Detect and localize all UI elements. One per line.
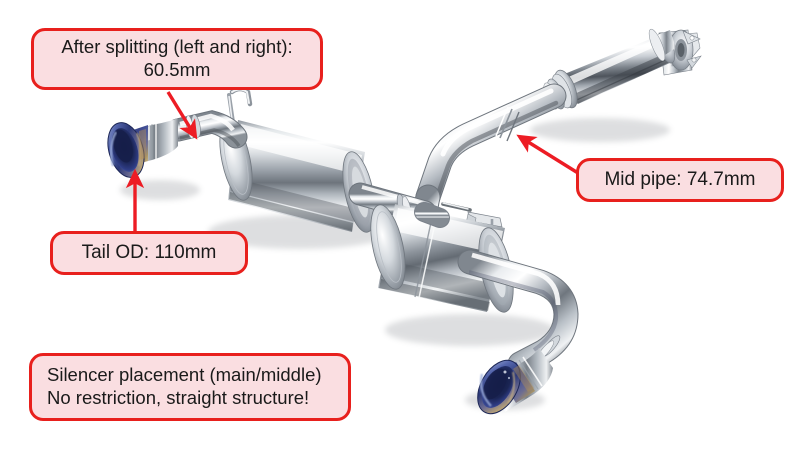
callout-after-splitting-line-1: After splitting (left and right):: [61, 36, 293, 58]
mid-pipe-assembly: [413, 28, 702, 269]
right-muffler-assembly: [370, 202, 579, 415]
left-muffler-assembly: [107, 86, 437, 233]
callout-mid-pipe: Mid pipe: 74.7mm: [576, 158, 784, 202]
callout-after-splitting-line-2: 60.5mm: [143, 59, 211, 80]
right-tailpipe: [457, 249, 579, 377]
callout-silencer-line-2: No restriction, straight structure!: [47, 387, 310, 408]
callout-tail-od-line-1: Tail OD: 110mm: [81, 242, 217, 264]
left-muffler-can: [219, 119, 376, 233]
left-tailpipe-tip: [107, 118, 178, 178]
callout-mid-pipe-line-1: Mid pipe: 74.7mm: [604, 169, 756, 191]
center-join-pipe: [414, 202, 450, 228]
mid-pipe-tube: [415, 83, 567, 210]
mid-silencer: [543, 28, 676, 110]
pipe-sleeve: [495, 106, 520, 142]
hanger-hook-left: [227, 86, 253, 124]
left-tailpipe: [166, 110, 248, 149]
right-tailpipe-tip: [477, 348, 553, 415]
callout-tail-od: Tail OD: 110mm: [50, 231, 248, 275]
callout-after-splitting: After splitting (left and right): 60.5mm: [31, 28, 323, 90]
callout-silencer-placement: Silencer placement (main/middle) No rest…: [29, 353, 351, 421]
callout-silencer-line-1: Silencer placement (main/middle): [47, 364, 322, 386]
